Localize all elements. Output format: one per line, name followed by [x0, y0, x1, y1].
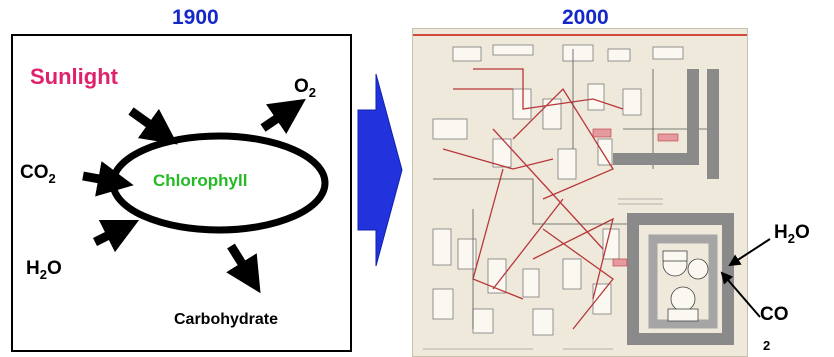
simple-photosynthesis-panel — [11, 34, 352, 352]
h2o-label: H2O — [26, 258, 62, 282]
chlorophyll-label: Chlorophyll — [153, 171, 248, 190]
right-h2o-base: H — [774, 222, 788, 243]
h2o-callout-arrow — [728, 238, 771, 267]
right-h2o-sub: 2 — [787, 230, 795, 246]
right-h2o-tail: O — [794, 222, 810, 243]
carbohydrate-arrow — [226, 243, 261, 294]
h2o-base: H — [26, 258, 40, 279]
h2o-sub: 2 — [39, 266, 47, 282]
co2-label: CO2 — [20, 162, 56, 186]
co2-sub: 2 — [48, 170, 56, 186]
carbohydrate-label: Carbohydrate — [174, 311, 279, 328]
simple-diagram-arrows — [82, 98, 329, 294]
co2-base: CO — [20, 162, 49, 183]
co2-arrow — [82, 161, 134, 197]
o2-base: O — [294, 76, 309, 97]
o2-label: O2 — [294, 76, 316, 100]
co2-callout-arrow — [720, 271, 761, 318]
o2-arrow — [260, 98, 306, 135]
right-co2-sub: 2 — [763, 338, 771, 353]
sunlight-arrow — [128, 107, 178, 145]
right-co2-base: CO — [760, 304, 789, 325]
sunlight-label: Sunlight — [30, 64, 118, 89]
o2-sub: 2 — [308, 84, 317, 100]
right-h2o-label: H2O — [774, 222, 810, 246]
transition-arrow — [357, 73, 403, 267]
h2o-tail: O — [46, 258, 62, 279]
year-2000-label: 2000 — [562, 6, 609, 29]
right-callout-arrows — [720, 238, 771, 318]
complex-pathway-map — [412, 28, 748, 357]
year-1900-label: 1900 — [172, 6, 219, 29]
h2o-arrow — [92, 219, 140, 253]
pathway-map-drawing — [413, 34, 747, 350]
